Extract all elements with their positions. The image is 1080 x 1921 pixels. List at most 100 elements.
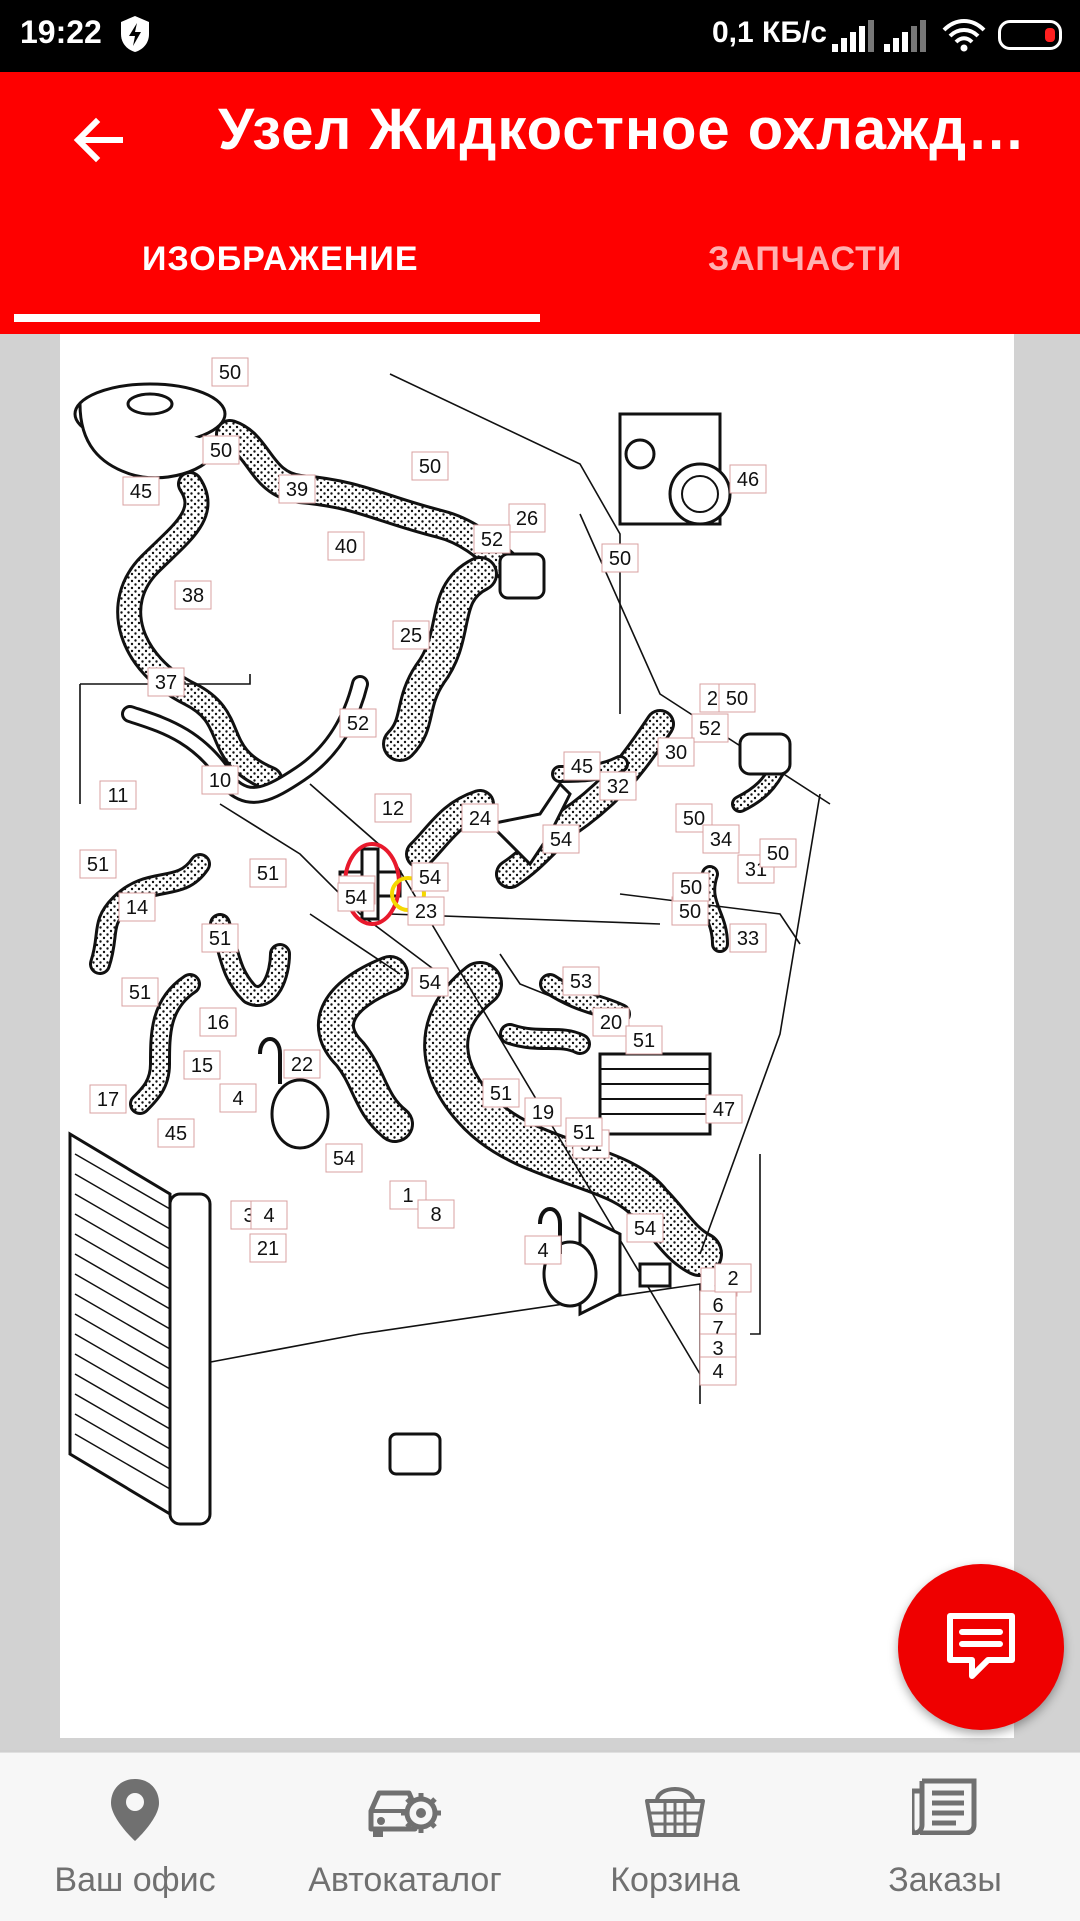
- part-callout-25[interactable]: 25: [392, 620, 430, 650]
- part-callout-51[interactable]: 51: [249, 858, 287, 888]
- part-callout-50[interactable]: 50: [411, 451, 449, 481]
- part-callout-11[interactable]: 11: [99, 780, 137, 810]
- callout-number: 50: [767, 843, 789, 865]
- callout-number: 10: [209, 770, 231, 792]
- part-callout-53[interactable]: 53: [562, 966, 600, 996]
- part-callout-10[interactable]: 10: [201, 765, 239, 795]
- part-callout-50[interactable]: 50: [202, 435, 240, 465]
- nav-item-orders[interactable]: Заказы: [830, 1753, 1060, 1921]
- callout-box: [729, 464, 767, 494]
- nav-item-cart[interactable]: Корзина: [560, 1753, 790, 1921]
- callout-number: 22: [291, 1054, 313, 1076]
- callout-box: [174, 580, 212, 610]
- part-callout-19[interactable]: 19: [524, 1097, 562, 1127]
- callout-number: 51: [573, 1122, 595, 1144]
- part-callout-23[interactable]: 23: [407, 896, 445, 926]
- part-callout-50[interactable]: 50: [601, 543, 639, 573]
- callout-number: 1: [402, 1185, 413, 1207]
- part-callout-51[interactable]: 51: [201, 923, 239, 953]
- back-arrow-icon[interactable]: [66, 108, 130, 172]
- callout-number: 2: [727, 1268, 738, 1290]
- callout-number: 50: [210, 440, 232, 462]
- callout-number: 54: [550, 829, 572, 851]
- part-callout-40[interactable]: 40: [327, 531, 365, 561]
- part-callout-30[interactable]: 30: [657, 737, 695, 767]
- part-callout-34[interactable]: 34: [702, 824, 740, 854]
- part-callout-52[interactable]: 52: [473, 524, 511, 554]
- callout-box: [473, 524, 511, 554]
- part-callout-46[interactable]: 46: [729, 464, 767, 494]
- callout-number: 20: [600, 1012, 622, 1034]
- part-callout-12[interactable]: 12: [374, 793, 412, 823]
- part-callout-50[interactable]: 50: [718, 683, 756, 713]
- part-callout-52[interactable]: 52: [691, 713, 729, 743]
- part-callout-50[interactable]: 50: [759, 838, 797, 868]
- callout-box: [542, 824, 580, 854]
- part-callout-51[interactable]: 51: [79, 849, 117, 879]
- part-callout-50[interactable]: 50: [211, 357, 249, 387]
- callout-number: 50: [679, 901, 701, 923]
- part-callout-54[interactable]: 54: [325, 1143, 363, 1173]
- part-callout-24[interactable]: 24: [461, 803, 499, 833]
- part-callout-33[interactable]: 33: [729, 923, 767, 953]
- callout-number: 50: [680, 877, 702, 899]
- status-bar: 19:22 0,1 КБ/с: [0, 0, 1080, 72]
- part-callout-2[interactable]: 2: [714, 1263, 752, 1293]
- basket-icon: [645, 1787, 705, 1837]
- part-callout-21[interactable]: 21: [249, 1233, 287, 1263]
- callout-box: [89, 1084, 127, 1114]
- callout-box: [118, 892, 156, 922]
- chat-button[interactable]: [898, 1564, 1064, 1730]
- callout-box: [283, 1049, 321, 1079]
- part-callout-54[interactable]: 54: [411, 967, 449, 997]
- part-callout-39[interactable]: 39: [278, 474, 316, 504]
- part-callout-45[interactable]: 45: [122, 476, 160, 506]
- part-callout-52[interactable]: 52: [339, 708, 377, 738]
- part-callout-20[interactable]: 20: [592, 1007, 630, 1037]
- part-callout-22[interactable]: 22: [283, 1049, 321, 1079]
- nav-label: Ваш офис: [54, 1861, 216, 1899]
- part-callout-45[interactable]: 45: [563, 751, 601, 781]
- part-callout-4[interactable]: 4: [219, 1083, 257, 1113]
- part-callout-4[interactable]: 4: [699, 1356, 737, 1386]
- part-callout-54[interactable]: 54: [626, 1213, 664, 1243]
- callout-number: 15: [191, 1055, 213, 1077]
- callout-box: [563, 751, 601, 781]
- part-callout-15[interactable]: 15: [183, 1050, 221, 1080]
- part-callout-26[interactable]: 26: [508, 503, 546, 533]
- part-callout-45[interactable]: 45: [157, 1118, 195, 1148]
- callout-box: [199, 1007, 237, 1037]
- part-callout-54[interactable]: 54: [411, 862, 449, 892]
- part-callout-8[interactable]: 8: [417, 1199, 455, 1229]
- cooling-system-schematic[interactable]: 5050453950404650265238253752285052101145…: [60, 334, 1014, 1738]
- tab-image[interactable]: ИЗОБРАЖЕНИЕ: [142, 240, 419, 278]
- part-callout-54[interactable]: 54: [542, 824, 580, 854]
- part-callout-38[interactable]: 38: [174, 580, 212, 610]
- network-speed: 0,1 КБ/с: [712, 16, 827, 49]
- part-callout-4[interactable]: 4: [250, 1200, 288, 1230]
- callout-box: [122, 476, 160, 506]
- part-callout-17[interactable]: 17: [89, 1084, 127, 1114]
- part-callout-47[interactable]: 47: [705, 1094, 743, 1124]
- nav-item-office[interactable]: Ваш офис: [20, 1753, 250, 1921]
- part-callout-51[interactable]: 51: [565, 1117, 603, 1147]
- part-callout-37[interactable]: 37: [147, 667, 185, 697]
- tab-parts[interactable]: ЗАПЧАСТИ: [708, 240, 903, 278]
- signal-strength-icon: [884, 20, 926, 52]
- part-callout-51[interactable]: 51: [482, 1078, 520, 1108]
- part-callout-51[interactable]: 51: [121, 977, 159, 1007]
- part-callout-32[interactable]: 32: [599, 771, 637, 801]
- part-callout-16[interactable]: 16: [199, 1007, 237, 1037]
- part-callout-51[interactable]: 51: [625, 1025, 663, 1055]
- callout-number: 54: [419, 972, 441, 994]
- part-callout-50[interactable]: 50: [671, 896, 709, 926]
- callout-box: [626, 1213, 664, 1243]
- nav-item-catalog[interactable]: Автокаталог: [290, 1753, 520, 1921]
- chat-icon: [947, 1613, 1015, 1679]
- callout-number: 50: [683, 808, 705, 830]
- part-callout-50[interactable]: 50: [672, 872, 710, 902]
- part-callout-54[interactable]: 54: [337, 882, 375, 912]
- part-callout-4[interactable]: 4: [524, 1235, 562, 1265]
- part-callout-14[interactable]: 14: [118, 892, 156, 922]
